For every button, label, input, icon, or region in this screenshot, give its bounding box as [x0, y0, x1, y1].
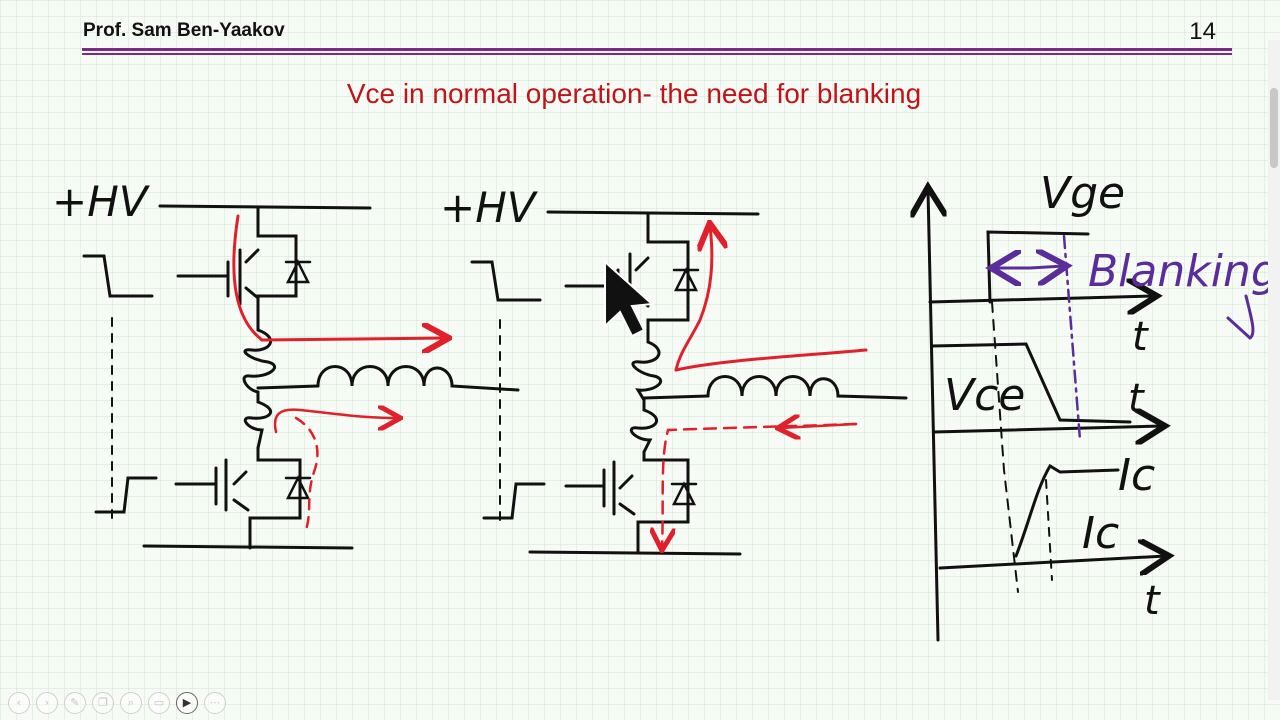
time-label-vce: t — [1128, 376, 1145, 422]
left-current-paths — [232, 214, 446, 532]
copy-icon[interactable]: ❐ — [92, 692, 114, 714]
mouse-pointer-icon — [604, 259, 655, 338]
middle-circuit: +HV — [440, 183, 908, 556]
zoom-icon[interactable]: ⌕ — [120, 692, 142, 714]
pen-icon[interactable]: ✎ — [64, 692, 86, 714]
video-icon[interactable]: ▶ — [176, 692, 198, 714]
left-supply-label: +HV — [52, 177, 151, 226]
middle-current-paths — [662, 226, 868, 548]
ic-label-lower: Ic — [1082, 508, 1119, 559]
header-rule-thin — [82, 53, 1232, 55]
middle-supply-label: +HV — [440, 183, 539, 232]
next-icon[interactable]: › — [36, 692, 58, 714]
header-rule — [82, 48, 1232, 51]
vge-label: Vge — [1040, 168, 1125, 219]
blanking-marks — [994, 234, 1255, 442]
scrollbar[interactable] — [1268, 40, 1280, 700]
time-label-vge: t — [1132, 314, 1149, 360]
author-name: Prof. Sam Ben-Yaakov — [83, 20, 285, 41]
more-icon[interactable]: ⋯ — [204, 692, 226, 714]
presentation-toolbar: ‹ › ✎ ❐ ⌕ ▭ ▶ ⋯ — [8, 692, 226, 714]
time-label-ic: t — [1144, 578, 1161, 624]
waveform-panel — [928, 190, 1166, 642]
screen-icon[interactable]: ▭ — [148, 692, 170, 714]
page-number: 14 — [1189, 18, 1216, 45]
slide-title: Vce in normal operation- the need for bl… — [346, 78, 922, 109]
scrollbar-thumb[interactable] — [1270, 88, 1278, 168]
left-circuit: +HV — [52, 177, 520, 550]
prev-icon[interactable]: ‹ — [8, 692, 30, 714]
vce-label: Vce — [944, 370, 1025, 421]
ic-label-upper: Ic — [1118, 450, 1155, 501]
blanking-label: Blanking — [1088, 246, 1279, 297]
